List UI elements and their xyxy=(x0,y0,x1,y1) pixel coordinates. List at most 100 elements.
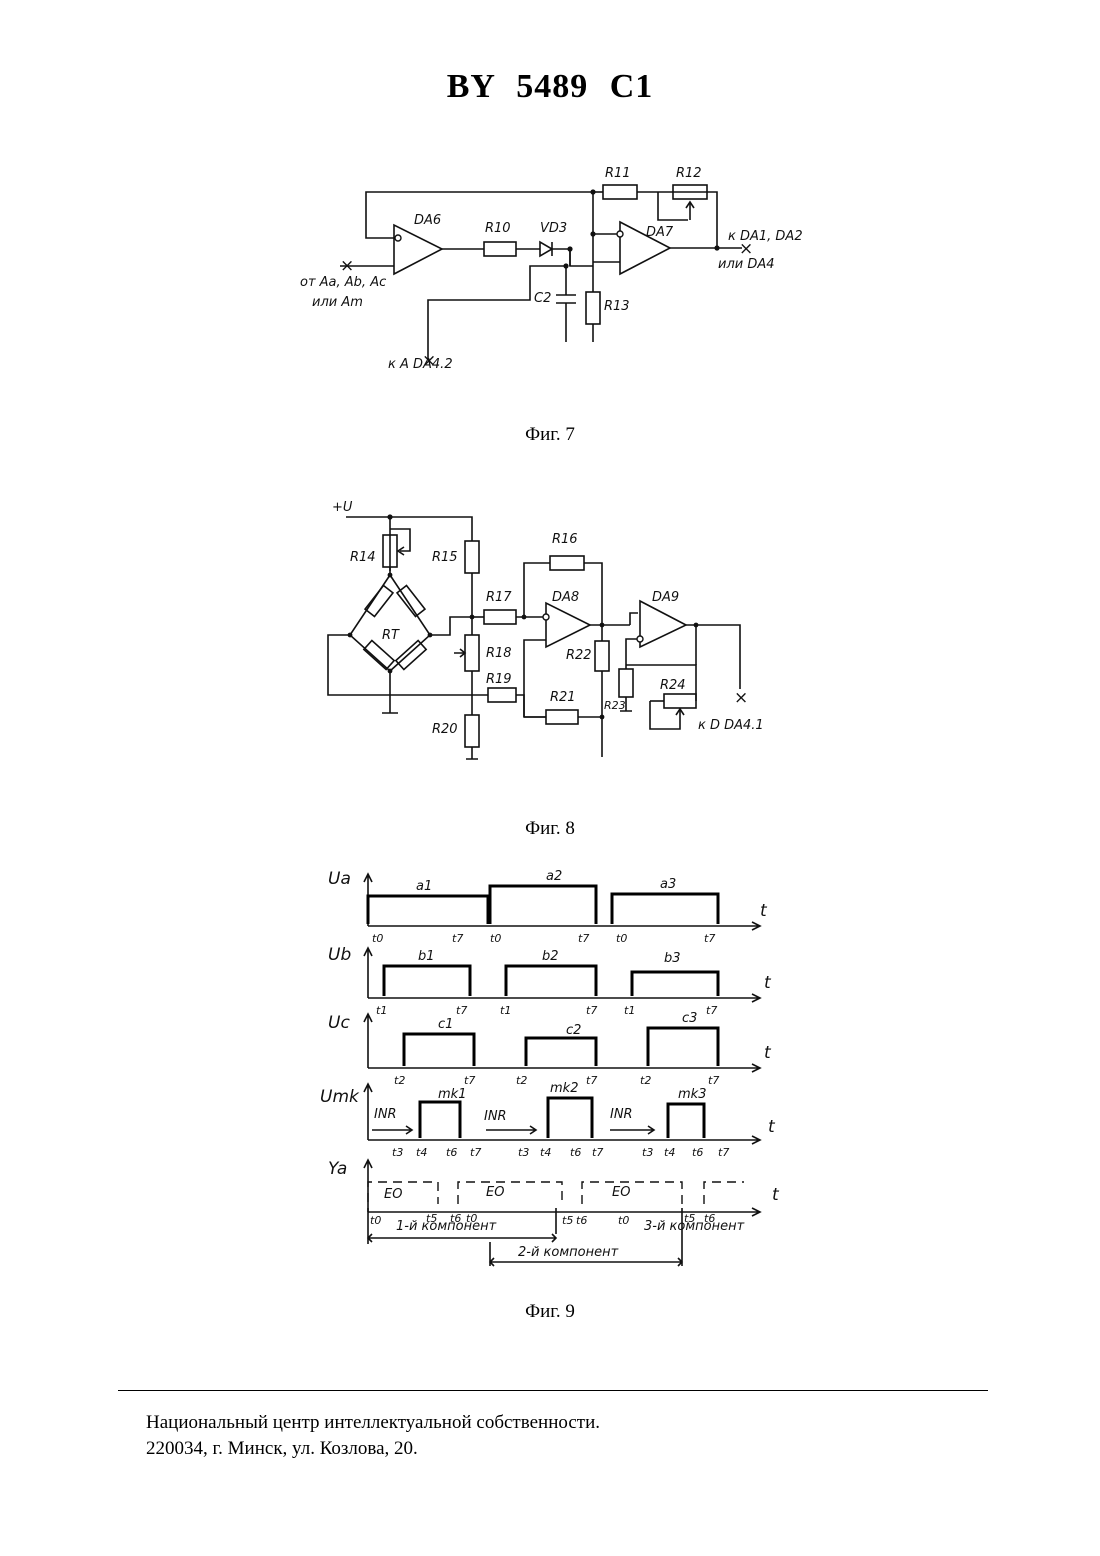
fig8-label-r22: R22 xyxy=(566,648,592,663)
input-cross: × xyxy=(340,256,354,276)
da8-opamp xyxy=(546,603,590,647)
fig7-label-r11: R11 xyxy=(605,166,631,181)
time-ub-4: t1 xyxy=(624,1004,635,1017)
time-uc-4: t2 xyxy=(640,1074,651,1087)
fig7-label-c2: C2 xyxy=(534,291,551,306)
pulse-label-mk2: mk2 xyxy=(550,1081,578,1096)
pulse-label-c2: c2 xyxy=(566,1023,581,1038)
fig8-label-da9: DA9 xyxy=(652,590,679,605)
time-umk-8: t3 xyxy=(642,1146,653,1159)
pulse-label-b1: b1 xyxy=(418,949,435,964)
r17-resistor xyxy=(484,610,516,624)
r24-resistor xyxy=(664,694,696,708)
document-number: BY 5489 C1 xyxy=(0,68,1100,106)
fig8-label-r18: R18 xyxy=(486,646,512,661)
time-ua-2: t0 xyxy=(490,932,501,945)
fig8-circuit-diagram: × +U R14 R15 R16 R17 DA8 DA9 RT R18 R22 … xyxy=(320,495,800,775)
time-umk-0: t3 xyxy=(392,1146,403,1159)
footer-line-1: Национальный центр интеллектуальной собс… xyxy=(146,1412,600,1434)
axis-t-ua: t xyxy=(760,901,768,921)
time-ub-3: t7 xyxy=(586,1004,597,1017)
r15-resistor xyxy=(465,541,479,573)
time-umk-1: t4 xyxy=(416,1146,427,1159)
r16-resistor xyxy=(550,556,584,570)
time-ua-1: t7 xyxy=(452,932,463,945)
footer-line-2: 220034, г. Минск, ул. Козлова, 20. xyxy=(146,1438,418,1460)
r20-resistor xyxy=(465,715,479,747)
axis-label-umk: Umk xyxy=(320,1087,360,1107)
time-ub-1: t7 xyxy=(456,1004,467,1017)
pulse-label-a3: a3 xyxy=(660,877,676,892)
axis-t-uc: t xyxy=(764,1043,772,1063)
fig8-label-r21: R21 xyxy=(550,690,576,705)
axis-label-ua: Ua xyxy=(328,869,351,889)
fig7-label-in-top: от Aa, Ab, Ac xyxy=(300,275,386,290)
axis-label-ya: Ya xyxy=(328,1159,347,1179)
fig7-caption: Фиг. 7 xyxy=(0,424,1100,446)
r21-resistor xyxy=(546,710,578,724)
r10-resistor xyxy=(484,242,516,256)
pulse-label-c3: c3 xyxy=(682,1011,697,1026)
footer-divider xyxy=(118,1390,988,1391)
fig8-label-da8: DA8 xyxy=(552,590,579,605)
time-ua-5: t7 xyxy=(704,932,715,945)
time-uc-5: t7 xyxy=(708,1074,719,1087)
fig9-caption: Фиг. 9 xyxy=(0,1301,1100,1323)
time-ub-2: t1 xyxy=(500,1004,511,1017)
pulse-label-a2: a2 xyxy=(546,869,562,884)
r11-resistor xyxy=(603,185,637,199)
fig8-label-r14: R14 xyxy=(350,550,376,565)
axis-t-ya: t xyxy=(772,1185,780,1205)
eo-label-1: EO xyxy=(384,1187,402,1202)
r13-resistor xyxy=(586,292,600,324)
time-umk-3: t7 xyxy=(470,1146,481,1159)
time-umk-7: t7 xyxy=(592,1146,603,1159)
time-ya-6: t0 xyxy=(618,1214,629,1227)
time-ua-3: t7 xyxy=(578,932,589,945)
fig7-label-r13: R13 xyxy=(604,299,630,314)
time-uc-1: t7 xyxy=(464,1074,475,1087)
component-3-label: 3-й компонент xyxy=(644,1219,745,1234)
pulse-label-mk1: mk1 xyxy=(438,1087,466,1102)
fig7-circuit-diagram: × × × R11 R12 DA6 R10 VD3 DA7 к DA1, DA2… xyxy=(280,150,840,390)
time-umk-6: t6 xyxy=(570,1146,581,1159)
fig7-label-bottom: к A DA4.2 xyxy=(388,357,453,372)
vd3-diode xyxy=(540,242,552,256)
inr-label-3: INR xyxy=(610,1107,633,1122)
r23-resistor xyxy=(619,669,633,697)
time-ya-5: t6 xyxy=(576,1214,587,1227)
fig8-caption: Фиг. 8 xyxy=(0,818,1100,840)
fig8-label-r23: R23 xyxy=(604,699,626,712)
pulse-label-b3: b3 xyxy=(664,951,681,966)
fig8-label-rt: RT xyxy=(382,628,400,643)
axis-t-ub: t xyxy=(764,973,772,993)
time-ya-4: t5 xyxy=(562,1214,573,1227)
fig8-output-cross: × xyxy=(734,688,748,708)
time-ya-0: t0 xyxy=(370,1214,381,1227)
r18-resistor xyxy=(465,635,479,671)
fig7-label-out-bot: или DA4 xyxy=(718,257,775,272)
time-umk-2: t6 xyxy=(446,1146,457,1159)
fig7-label-r10: R10 xyxy=(485,221,511,236)
pulse-label-a1: a1 xyxy=(416,879,432,894)
fig8-label-r20: R20 xyxy=(432,722,458,737)
fig7-label-r12: R12 xyxy=(676,166,702,181)
time-ub-5: t7 xyxy=(706,1004,717,1017)
time-umk-4: t3 xyxy=(518,1146,529,1159)
axis-label-uc: Uc xyxy=(328,1013,350,1033)
r22-resistor xyxy=(595,641,609,671)
inr-label-2: INR xyxy=(484,1109,507,1124)
fig8-label-r15: R15 xyxy=(432,550,458,565)
fig7-label-da7: DA7 xyxy=(646,225,674,240)
time-uc-3: t7 xyxy=(586,1074,597,1087)
eo-label-2: EO xyxy=(486,1185,504,1200)
fig7-label-out-top: к DA1, DA2 xyxy=(728,229,803,244)
fig8-label-out: к D DA4.1 xyxy=(698,718,764,733)
fig8-label-r16: R16 xyxy=(552,532,578,547)
da9-opamp xyxy=(640,601,686,647)
time-ub-0: t1 xyxy=(376,1004,387,1017)
fig9-timing-diagram: Ua Ub Uc Umk Ya t t t t t a1 a2 a3 b1 b2… xyxy=(320,862,800,1282)
axis-label-ub: Ub xyxy=(328,945,351,965)
time-umk-11: t7 xyxy=(718,1146,729,1159)
axis-t-umk: t xyxy=(768,1117,776,1137)
